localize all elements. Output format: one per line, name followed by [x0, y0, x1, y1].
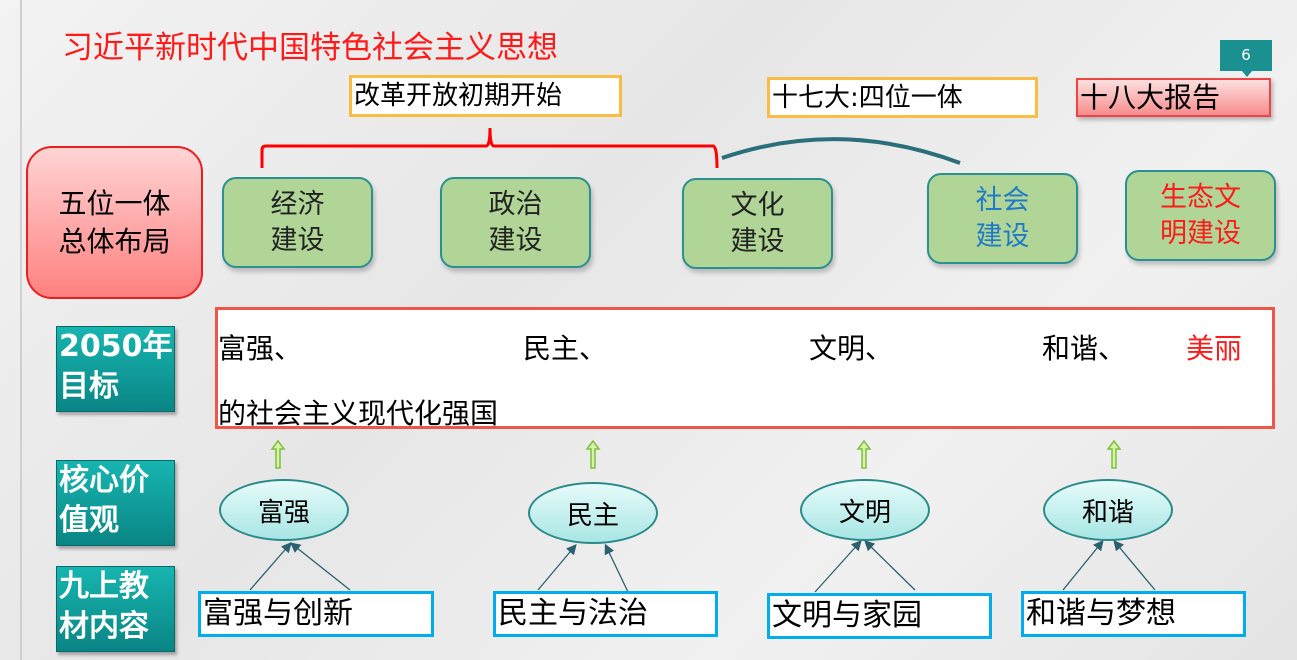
textbook-unit: 文明与家园 — [767, 593, 992, 639]
construction-line2: 建设 — [730, 225, 785, 257]
label-textbook: 九上教材内容 — [56, 566, 175, 652]
construction-line1: 社会 — [975, 184, 1030, 216]
goal-box: 富强、 民主、 文明、 和谐、 美丽 的社会主义现代化强国 — [215, 307, 1275, 430]
construction-line2: 明建设 — [1160, 217, 1241, 249]
core-value-democracy: 民主 — [528, 482, 658, 544]
link-line — [814, 540, 862, 593]
goal-item: 富强、 — [218, 332, 303, 365]
five-in-one-line2: 总体布局 — [58, 224, 171, 258]
core-value-civility: 文明 — [800, 479, 930, 541]
construction-line1: 政治 — [488, 188, 543, 220]
link-line — [249, 542, 292, 591]
link-line — [1113, 540, 1156, 591]
construction-line1: 生态文 — [1160, 181, 1241, 213]
goal-item: 和谐、 — [1042, 332, 1127, 365]
construction-line1: 经济 — [270, 188, 325, 220]
slide-number-badge: 6 — [1220, 40, 1272, 77]
link-line — [537, 544, 577, 591]
goal-item: 民主、 — [523, 332, 608, 365]
up-arrow-icon — [270, 439, 286, 469]
core-value-harmony: 和谐 — [1043, 479, 1173, 541]
note-eighteenth: 十八大报告 — [1076, 78, 1271, 117]
up-arrow-icon — [856, 439, 872, 469]
textbook-unit: 和谐与梦想 — [1021, 591, 1246, 637]
construction-culture: 文化建设 — [682, 178, 833, 269]
label-goal: 2050年目标 — [56, 326, 175, 412]
note-reform: 改革开放初期开始 — [349, 75, 622, 117]
construction-line1: 文化 — [730, 189, 785, 221]
link-line — [289, 542, 351, 591]
link-line — [1062, 539, 1104, 591]
link-line — [604, 543, 629, 593]
textbook-unit: 民主与法治 — [493, 591, 718, 637]
up-arrow-icon — [585, 439, 601, 469]
slide-edge-line — [20, 0, 22, 660]
construction-line2: 建设 — [488, 224, 543, 256]
label-core-values: 核心价值观 — [56, 460, 175, 546]
up-arrow-icon — [1106, 439, 1122, 469]
construction-economy: 经济建设 — [222, 177, 373, 268]
construction-politics: 政治建设 — [440, 177, 591, 268]
link-line — [864, 540, 916, 591]
five-in-one-line1: 五位一体 — [58, 186, 171, 220]
goal-item-beautiful: 美丽 — [1186, 332, 1243, 365]
five-in-one-box: 五位一体 总体布局 — [26, 146, 203, 299]
construction-line2: 建设 — [270, 224, 325, 256]
arc — [721, 137, 961, 165]
construction-ecology: 生态文明建设 — [1125, 170, 1276, 261]
note-seventeenth: 十七大:四位一体 — [767, 77, 1038, 118]
goal-suffix: 的社会主义现代化强国 — [218, 397, 499, 430]
slide-title: 习近平新时代中国特色社会主义思想 — [62, 30, 558, 66]
core-value-prosperity: 富强 — [219, 479, 349, 541]
construction-line2: 建设 — [975, 220, 1030, 252]
goal-item: 文明、 — [809, 332, 894, 365]
textbook-unit: 富强与创新 — [198, 591, 434, 637]
bracket — [260, 127, 719, 169]
construction-society: 社会建设 — [927, 173, 1078, 264]
